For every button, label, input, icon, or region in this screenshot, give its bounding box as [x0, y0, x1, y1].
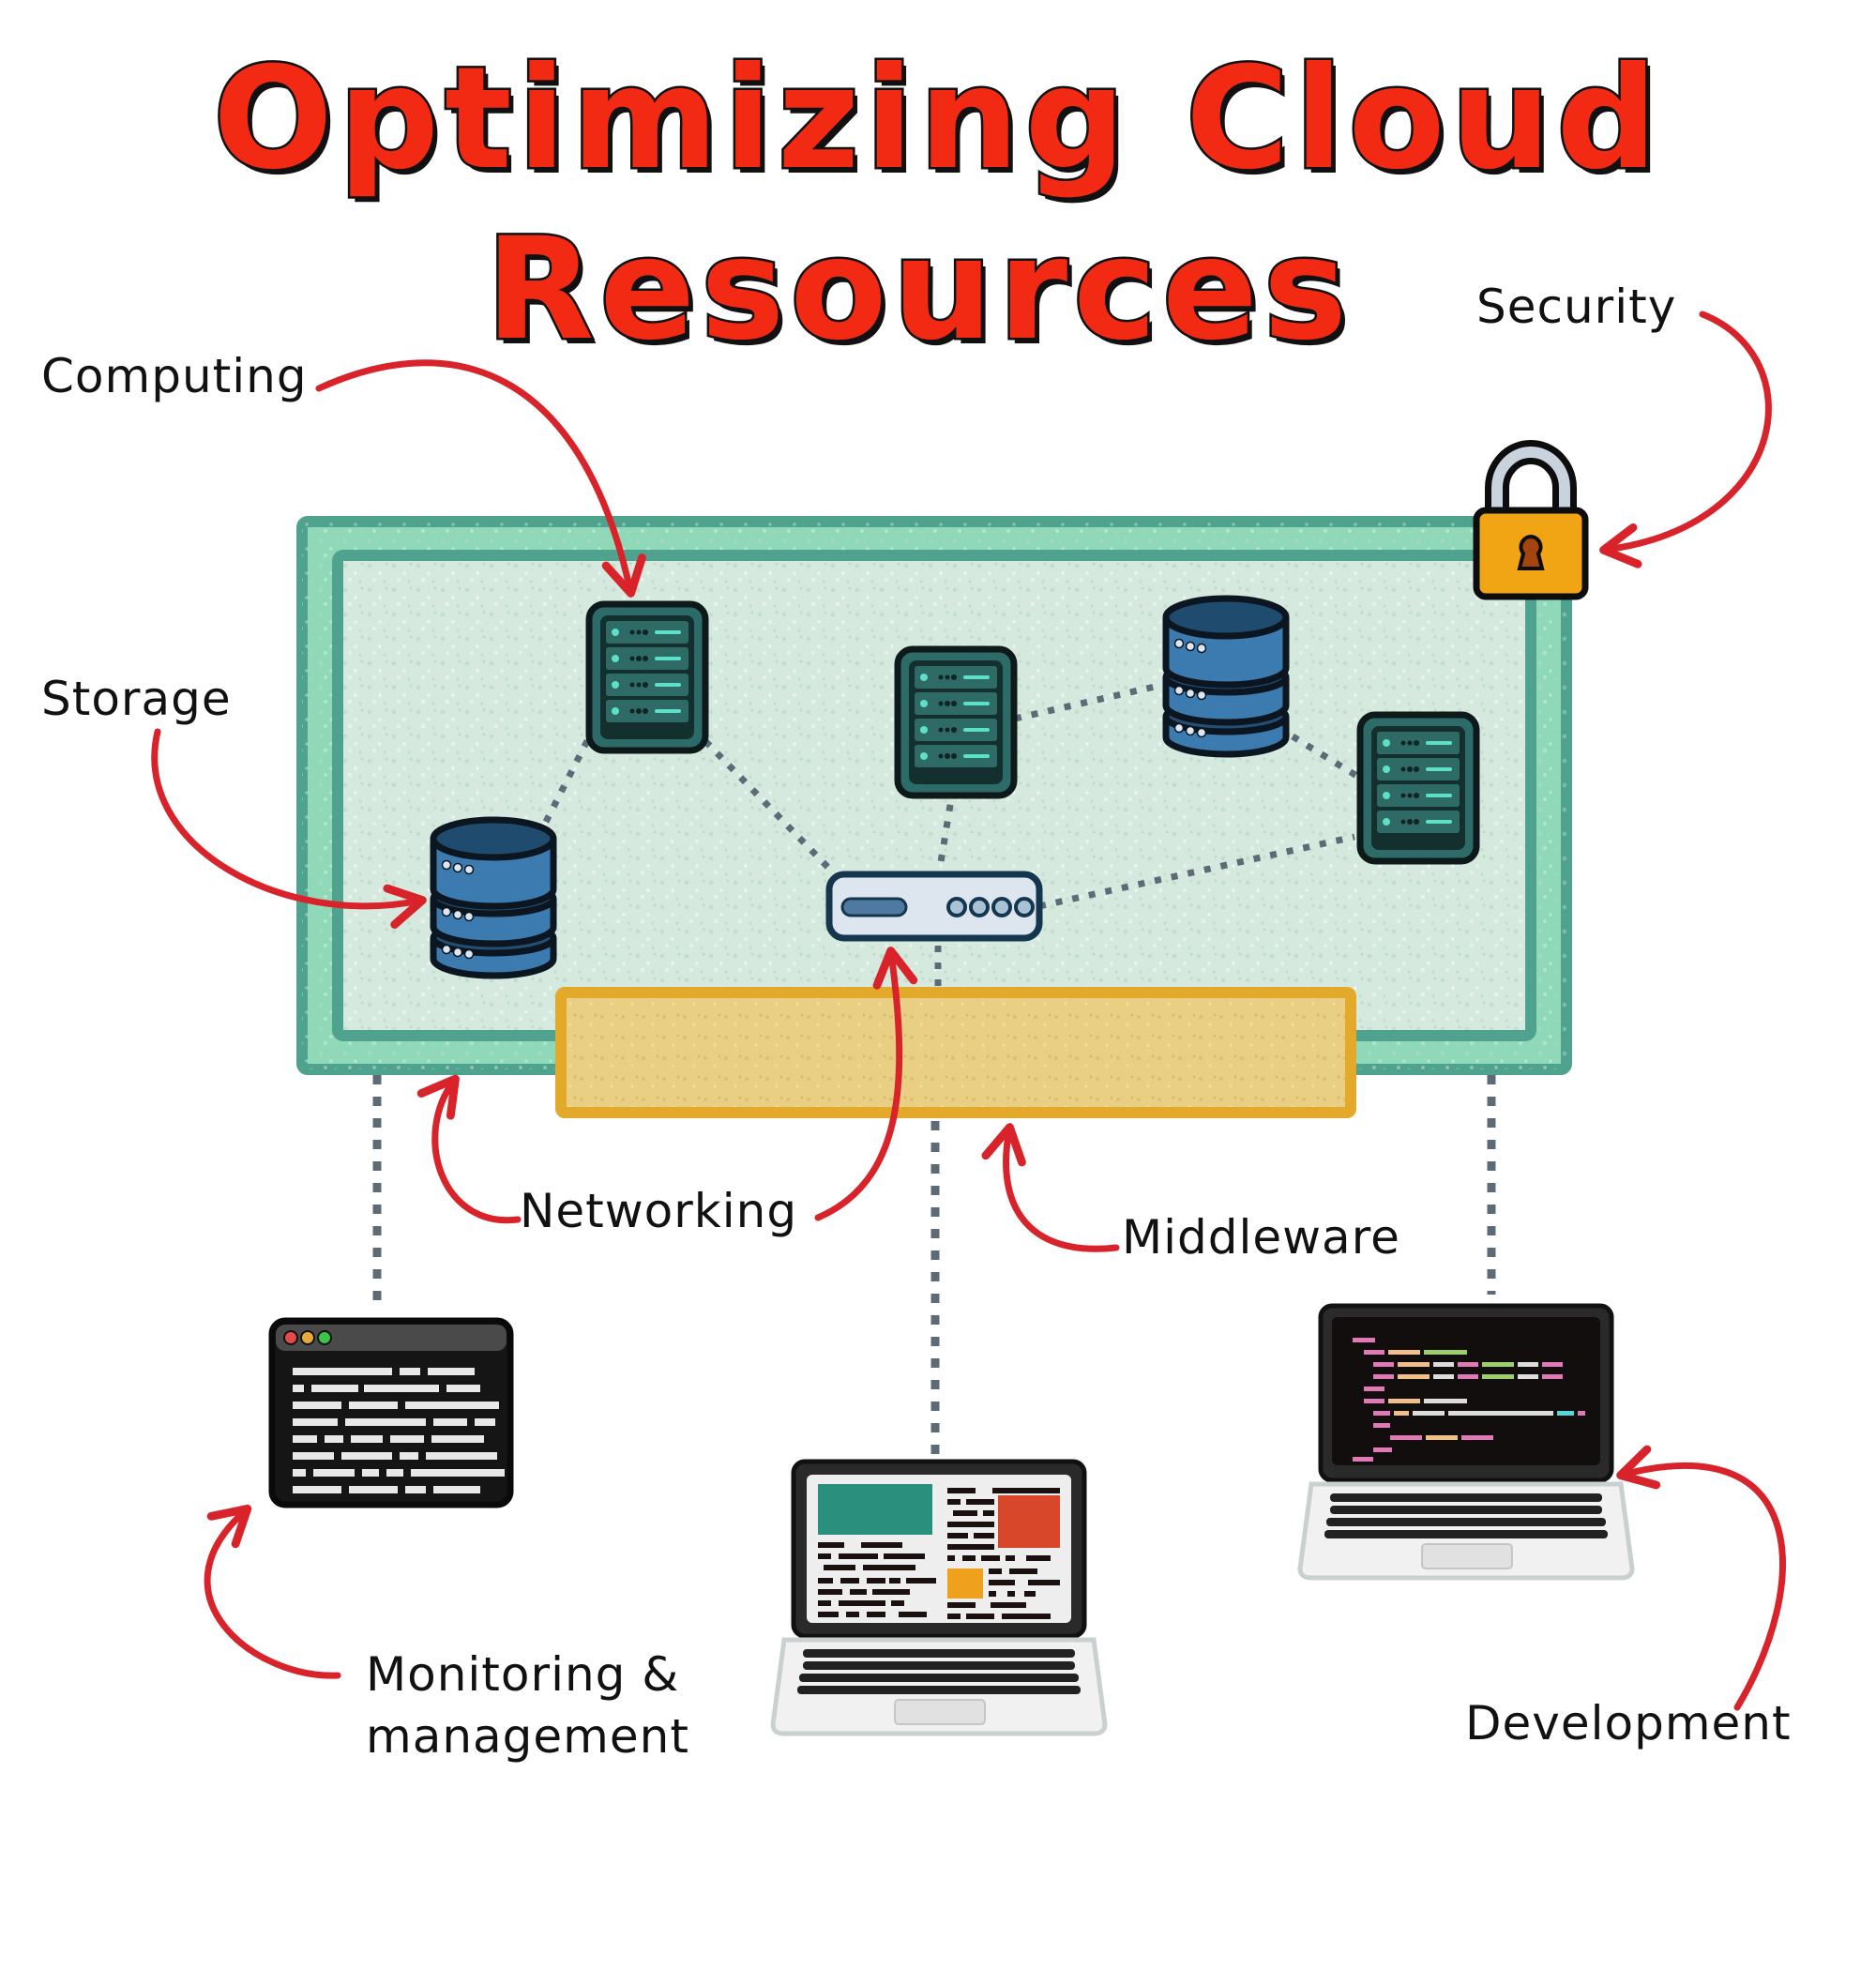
- arrow-monitoring: [204, 1504, 341, 1679]
- label-monitoring-management: Monitoring & management: [366, 1644, 689, 1767]
- connector-router-server3: [1038, 833, 1355, 910]
- server-rack-icon: [894, 645, 1018, 799]
- arrow-computing: [315, 359, 646, 598]
- arrow-networking-right: [814, 947, 918, 1221]
- client-connections: [372, 1075, 1496, 1456]
- arrow-security: [1599, 311, 1772, 568]
- padlock-icon: [1473, 440, 1589, 600]
- label-security: Security: [1476, 280, 1677, 334]
- arrow-networking-left: [416, 1074, 522, 1224]
- server-rack-icon: [1356, 711, 1480, 865]
- router-icon: [825, 871, 1043, 942]
- database-icon: [430, 816, 557, 979]
- middleware-layer: [555, 987, 1356, 1118]
- minimize-dot: [300, 1330, 315, 1345]
- title-line-1: Optimizing Cloud: [211, 36, 1663, 204]
- label-computing: Computing: [41, 349, 308, 403]
- arrow-middleware: [981, 1123, 1120, 1252]
- connector-server1-router: [703, 738, 836, 875]
- arrow-storage: [151, 728, 427, 929]
- arrow-development: [1616, 1445, 1786, 1711]
- laptop-dashboard-icon: [770, 1459, 1108, 1736]
- close-dot: [283, 1330, 298, 1345]
- label-networking: Networking: [520, 1184, 798, 1238]
- title-line-2: Resources: [483, 206, 1354, 374]
- maximize-dot: [317, 1330, 332, 1345]
- label-monitoring-line2: management: [366, 1709, 689, 1764]
- label-storage: Storage: [41, 672, 232, 726]
- server-units: [606, 621, 688, 722]
- label-development: Development: [1465, 1696, 1792, 1750]
- network-connections: [542, 681, 1360, 993]
- connector-db2-server3: [1291, 734, 1360, 780]
- terminal-window-icon: [268, 1317, 514, 1508]
- laptop-code-icon: [1297, 1303, 1635, 1581]
- label-middleware: Middleware: [1122, 1210, 1400, 1265]
- database-icon: [1162, 595, 1290, 758]
- server-rack-icon: [585, 600, 709, 754]
- label-monitoring-line1: Monitoring &: [366, 1647, 680, 1702]
